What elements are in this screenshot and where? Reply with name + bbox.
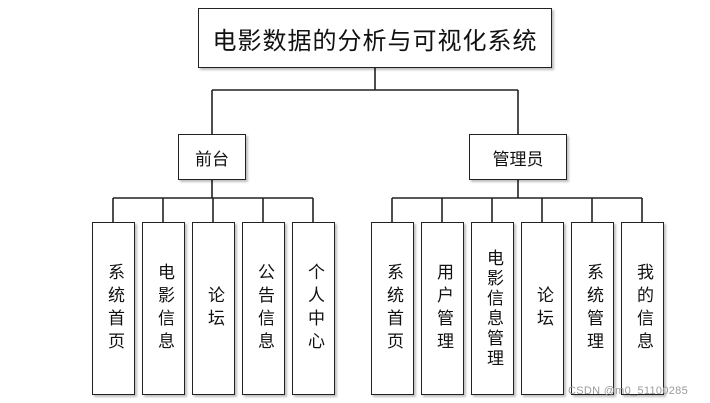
leaf-label: 个人中心 bbox=[304, 262, 324, 355]
leaf-node: 论坛 bbox=[521, 222, 564, 395]
watermark-text: CSDN @m0_51100285 bbox=[567, 385, 688, 397]
leaf-label: 论坛 bbox=[533, 285, 553, 332]
branch-label: 管理员 bbox=[492, 149, 544, 170]
leaf-node: 系统首页 bbox=[92, 222, 135, 395]
leaf-label: 电影信息管理 bbox=[483, 248, 503, 369]
leaf-node: 公告信息 bbox=[242, 222, 285, 395]
leaf-label: 系统管理 bbox=[583, 262, 603, 355]
leaf-label: 公告信息 bbox=[254, 262, 274, 355]
leaf-node: 用户管理 bbox=[421, 222, 464, 395]
leaf-node: 系统首页 bbox=[371, 222, 414, 395]
leaf-label: 系统首页 bbox=[104, 262, 124, 355]
leaf-label: 用户管理 bbox=[433, 262, 453, 355]
leaf-node: 我的信息 bbox=[621, 222, 664, 395]
leaf-node: 电影信息管理 bbox=[471, 222, 514, 395]
leaf-node: 论坛 bbox=[192, 222, 235, 395]
branch-node-frontend: 前台 bbox=[178, 134, 246, 180]
leaf-label: 我的信息 bbox=[633, 262, 653, 355]
leaf-node: 个人中心 bbox=[292, 222, 335, 395]
leaf-node: 电影信息 bbox=[142, 222, 185, 395]
leaf-label: 电影信息 bbox=[154, 262, 174, 355]
diagram-title: 电影数据的分析与可视化系统 bbox=[212, 26, 538, 55]
leaf-label: 论坛 bbox=[204, 285, 224, 332]
leaf-label: 系统首页 bbox=[383, 262, 403, 355]
leaf-node: 系统管理 bbox=[571, 222, 614, 395]
branch-label: 前台 bbox=[195, 149, 229, 170]
branch-node-admin: 管理员 bbox=[469, 134, 567, 180]
diagram-title-node: 电影数据的分析与可视化系统 bbox=[198, 8, 552, 68]
